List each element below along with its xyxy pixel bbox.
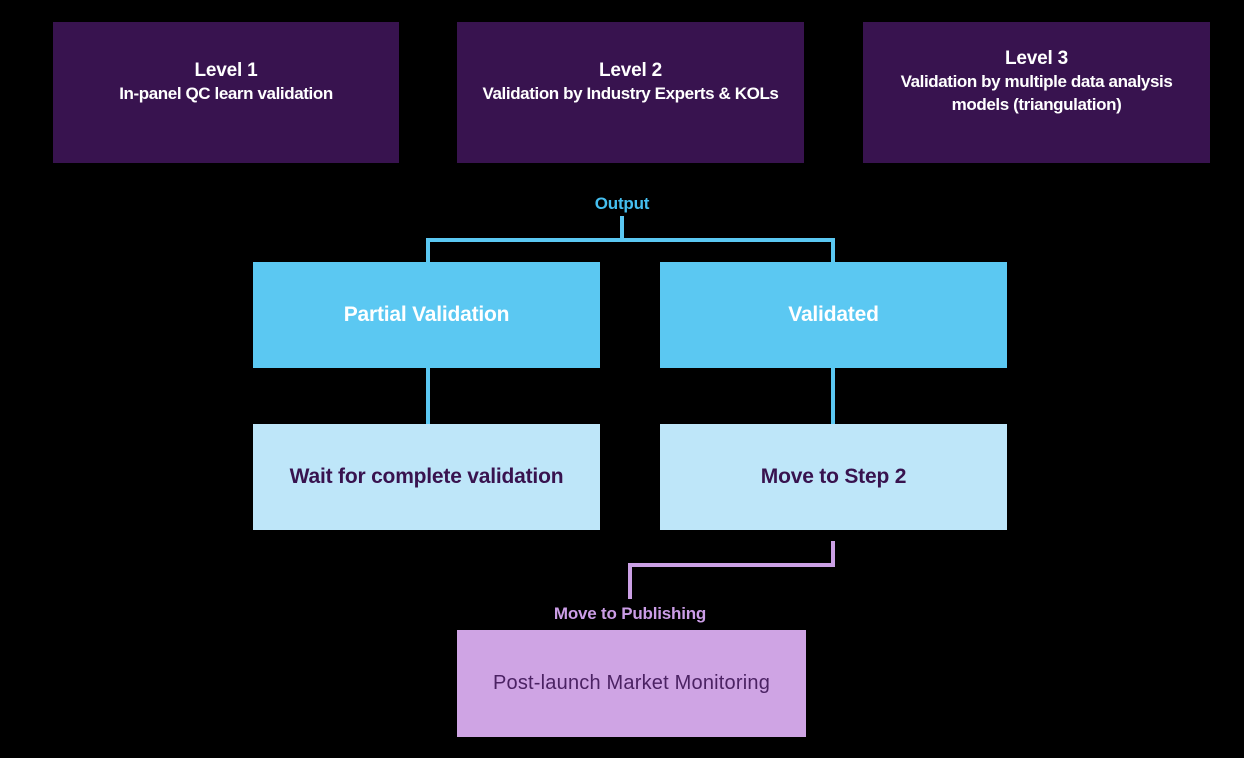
- level-1-box: Level 1 In-panel QC learn validation: [53, 22, 399, 163]
- connector-validated-down: [831, 368, 835, 424]
- level-2-title: Level 2: [598, 59, 663, 81]
- post-launch-monitoring-label: Post-launch Market Monitoring: [492, 672, 771, 694]
- connector-output-vertical: [620, 216, 624, 240]
- move-to-step-2-box: Move to Step 2: [660, 424, 1007, 530]
- wait-for-validation-box: Wait for complete validation: [253, 424, 600, 530]
- level-2-subtitle: Validation by Industry Experts & KOLs: [482, 83, 779, 103]
- wait-for-validation-label: Wait for complete validation: [289, 465, 564, 488]
- level-3-title: Level 3: [1004, 48, 1069, 69]
- connector-partial-down: [426, 368, 430, 424]
- validated-box: Validated: [660, 262, 1007, 368]
- connector-output-stub-left: [426, 238, 430, 262]
- level-1-title: Level 1: [194, 59, 258, 81]
- move-to-publishing-label: Move to Publishing: [553, 604, 707, 623]
- output-label: Output: [594, 194, 650, 213]
- level-3-subtitle: Validation by multiple data analysis mod…: [900, 72, 1173, 114]
- connector-publish-vertical-right: [831, 541, 835, 567]
- connector-output-horizontal: [426, 238, 835, 242]
- partial-validation-label: Partial Validation: [343, 303, 510, 326]
- connector-output-stub-right: [831, 238, 835, 262]
- level-1-subtitle: In-panel QC learn validation: [119, 83, 333, 103]
- move-to-step-2-label: Move to Step 2: [760, 465, 907, 488]
- level-2-box: Level 2 Validation by Industry Experts &…: [457, 22, 804, 163]
- connector-publish-horizontal: [628, 563, 835, 567]
- partial-validation-box: Partial Validation: [253, 262, 600, 368]
- level-3-box: Level 3 Validation by multiple data anal…: [863, 22, 1210, 163]
- validated-label: Validated: [788, 303, 879, 326]
- post-launch-monitoring-box: Post-launch Market Monitoring: [457, 630, 806, 737]
- connector-publish-vertical-left: [628, 563, 632, 599]
